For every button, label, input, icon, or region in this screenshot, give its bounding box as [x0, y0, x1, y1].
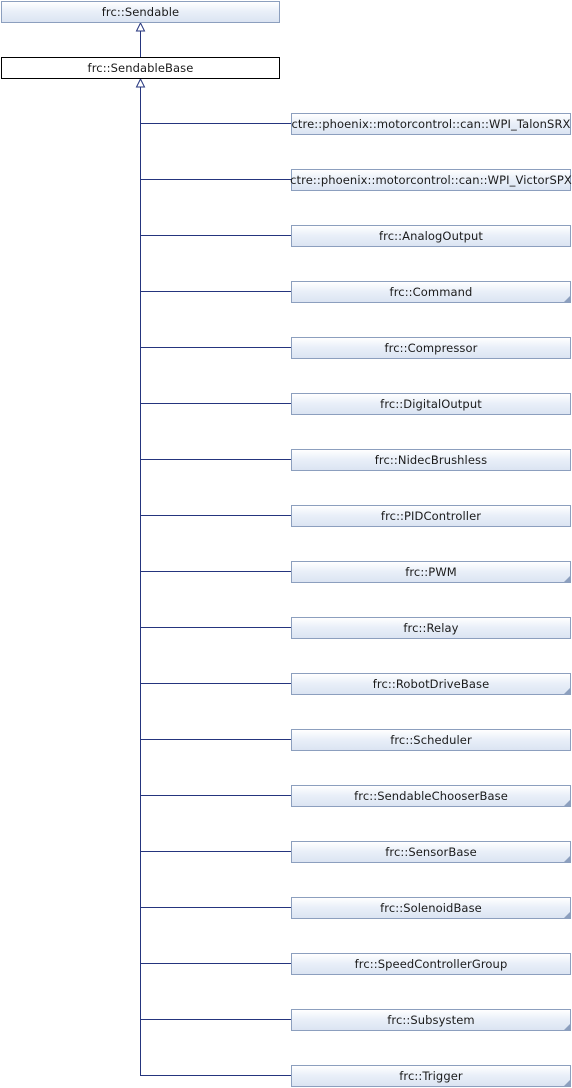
derived-class-label: frc::Relay: [403, 621, 459, 635]
derived-class-node[interactable]: frc::PIDController: [291, 505, 571, 527]
derived-class-node[interactable]: frc::SolenoidBase: [291, 897, 571, 919]
inheritance-arrowhead-current: [135, 77, 146, 88]
derived-class-label: ctre::phoenix::motorcontrol::can::WPI_Ta…: [291, 117, 571, 131]
derived-class-node[interactable]: frc::SpeedControllerGroup: [291, 953, 571, 975]
derived-class-label: frc::Command: [389, 285, 473, 299]
derived-class-node[interactable]: frc::Command: [291, 281, 571, 303]
derived-class-node[interactable]: frc::Subsystem: [291, 1009, 571, 1031]
derived-class-label: frc::SendableChooserBase: [354, 789, 508, 803]
derived-class-label: frc::Trigger: [399, 1069, 463, 1083]
derived-class-label: frc::SpeedControllerGroup: [354, 957, 508, 971]
derived-class-label: frc::SolenoidBase: [380, 901, 482, 915]
derived-class-node[interactable]: ctre::phoenix::motorcontrol::can::WPI_Vi…: [290, 169, 572, 191]
current-class-label: frc::SendableBase: [87, 61, 194, 75]
derived-class-label: frc::Compressor: [384, 341, 478, 355]
derived-class-node[interactable]: frc::Relay: [291, 617, 571, 639]
derived-class-node[interactable]: frc::PWM: [291, 561, 571, 583]
current-class-node: frc::SendableBase: [1, 57, 280, 79]
derived-class-label: frc::Subsystem: [387, 1013, 475, 1027]
collapsed-subclasses-marker: [564, 688, 570, 694]
derived-class-label: frc::RobotDriveBase: [372, 677, 490, 691]
derived-class-node[interactable]: frc::Compressor: [291, 337, 571, 359]
derived-class-node[interactable]: frc::Trigger: [291, 1065, 571, 1087]
collapsed-subclasses-marker: [564, 1024, 570, 1030]
derived-class-node[interactable]: frc::SensorBase: [291, 841, 571, 863]
derived-class-node[interactable]: frc::AnalogOutput: [291, 225, 571, 247]
collapsed-subclasses-marker: [564, 296, 570, 302]
derived-class-label: frc::PWM: [405, 565, 457, 579]
collapsed-subclasses-marker: [564, 856, 570, 862]
collapsed-subclasses-marker: [564, 1080, 570, 1086]
derived-class-label: frc::NidecBrushless: [374, 453, 488, 467]
derived-class-label: ctre::phoenix::motorcontrol::can::WPI_Vi…: [290, 173, 572, 187]
derived-class-node[interactable]: frc::RobotDriveBase: [291, 673, 571, 695]
derived-class-label: frc::SensorBase: [385, 845, 477, 859]
collapsed-subclasses-marker: [564, 912, 570, 918]
base-class-node[interactable]: frc::Sendable: [1, 1, 280, 23]
derived-class-node[interactable]: frc::SendableChooserBase: [291, 785, 571, 807]
base-class-label: frc::Sendable: [101, 5, 180, 19]
collapsed-subclasses-marker: [564, 576, 570, 582]
derived-class-node[interactable]: frc::DigitalOutput: [291, 393, 571, 415]
derived-class-node[interactable]: ctre::phoenix::motorcontrol::can::WPI_Ta…: [291, 113, 571, 135]
derived-class-node[interactable]: frc::Scheduler: [291, 729, 571, 751]
derived-class-label: frc::DigitalOutput: [380, 397, 482, 411]
derived-class-label: frc::AnalogOutput: [379, 229, 483, 243]
derived-class-node[interactable]: frc::NidecBrushless: [291, 449, 571, 471]
derived-class-label: frc::PIDController: [380, 509, 482, 523]
inheritance-arrowhead-base: [135, 21, 146, 32]
collapsed-subclasses-marker: [564, 800, 570, 806]
derived-class-label: frc::Scheduler: [390, 733, 472, 747]
